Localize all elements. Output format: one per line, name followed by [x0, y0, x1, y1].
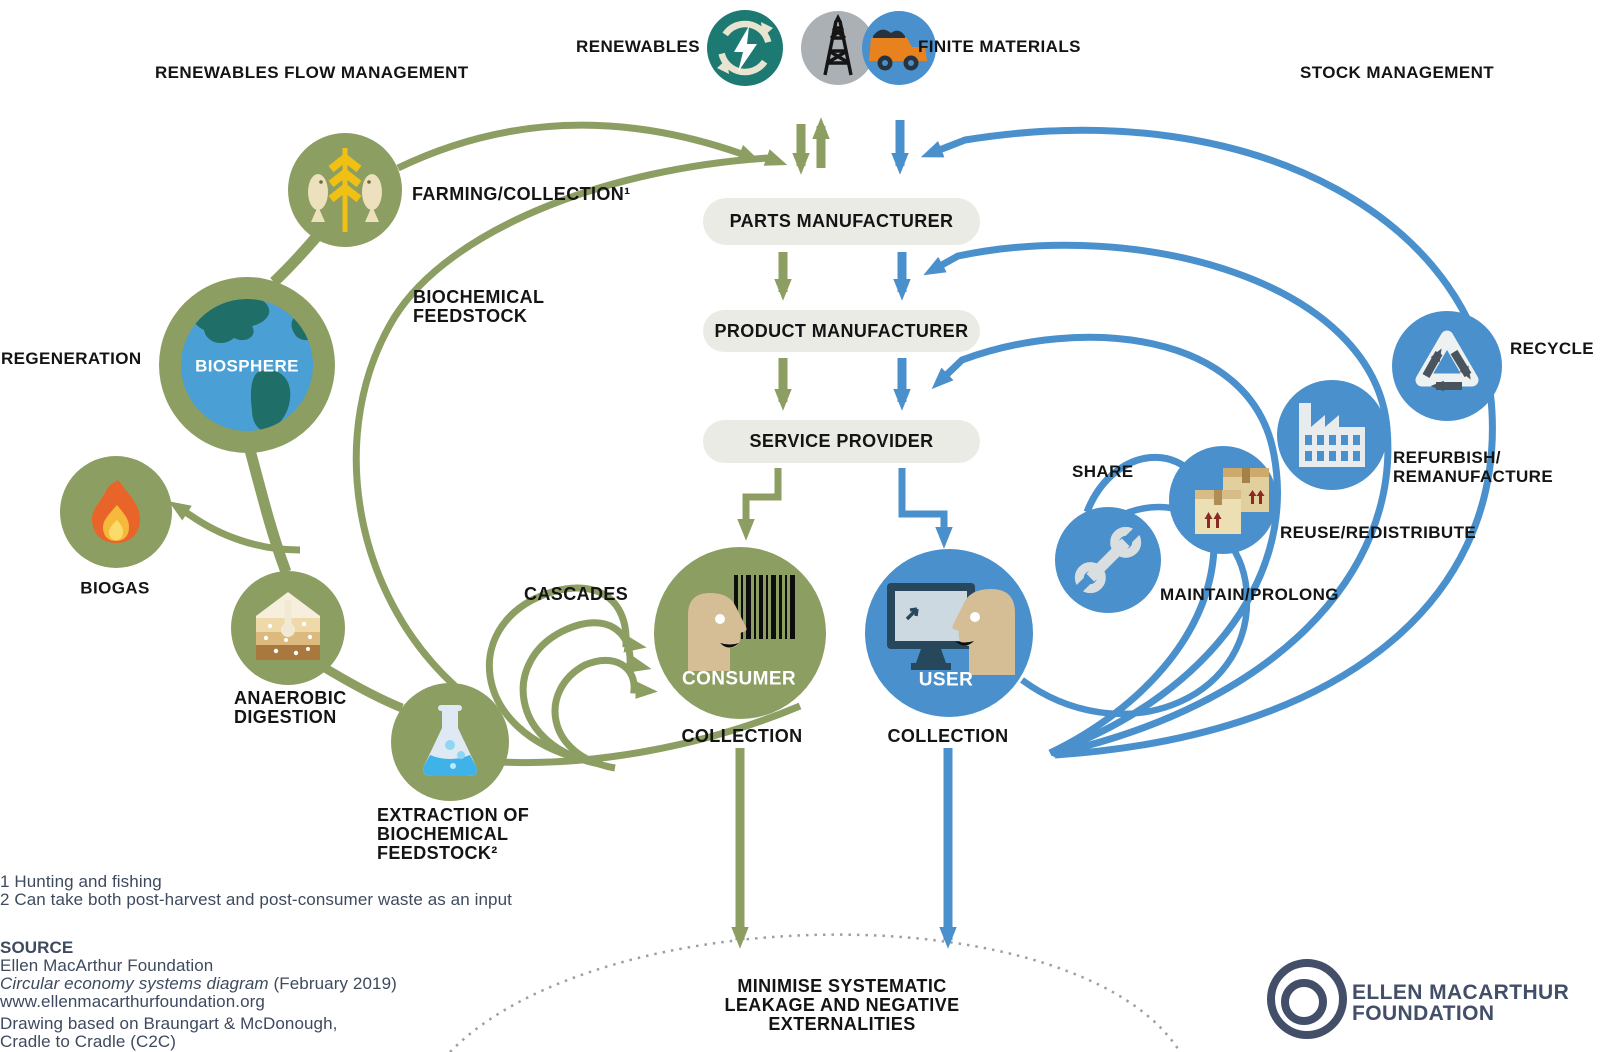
- regeneration-label: REGENERATION: [1, 349, 142, 368]
- oil-derrick-icon: [801, 11, 875, 85]
- source-url: www.ellenmacarthurfoundation.org: [0, 992, 265, 1011]
- user-icon: [865, 549, 1033, 717]
- reuse-redistribute-label: REUSE/REDISTRIBUTE: [1280, 523, 1477, 542]
- parts-manufacturer-box: PARTS MANUFACTURER: [703, 198, 980, 245]
- consumer-face: [688, 593, 747, 671]
- renewables-flow-management-label: RENEWABLES FLOW MANAGEMENT: [155, 63, 469, 82]
- finite-materials-label: FINITE MATERIALS: [918, 37, 1081, 56]
- consumer-icon: [654, 547, 826, 719]
- source-heading: SOURCE: [0, 938, 74, 957]
- logo-line-1: ELLEN MACARTHUR: [1352, 981, 1570, 1004]
- source-credit-1: Drawing based on Braungart & McDonough,: [0, 1014, 338, 1033]
- product-manufacturer-box: PRODUCT MANUFACTURER: [703, 310, 980, 352]
- farming-collection-icon: [288, 133, 402, 247]
- source-title-date: (February 2019): [268, 974, 397, 993]
- monitor-icon: [887, 583, 975, 670]
- renewables-icon: [707, 10, 783, 86]
- wheat-icon: [328, 148, 362, 232]
- footnote-2: 2 Can take both post-harvest and post-co…: [0, 890, 512, 909]
- logo-line-2: FOUNDATION: [1352, 1002, 1495, 1025]
- footnote-1: 1 Hunting and fishing: [0, 872, 162, 891]
- biogas-label: BIOGAS: [80, 578, 150, 598]
- stock-management-label: STOCK MANAGEMENT: [1300, 63, 1495, 82]
- user-face: [952, 589, 1015, 675]
- anaerobic-digestion-icon: [231, 571, 345, 685]
- share-label: SHARE: [1072, 462, 1134, 481]
- extraction-flask-icon: [391, 683, 509, 801]
- farming-collection-label: FARMING/COLLECTION¹: [412, 184, 631, 204]
- consumer-label: CONSUMER: [681, 668, 797, 690]
- cascades-label: CASCADES: [524, 584, 629, 604]
- biosphere-label: BIOSPHERE: [195, 356, 299, 376]
- fish-icon: [308, 174, 382, 222]
- refurbish-factory-icon: [1277, 380, 1387, 490]
- externalities-dotted-arc: [449, 933, 1182, 1052]
- source-org: Ellen MacArthur Foundation: [0, 956, 214, 975]
- biogas-icon: [60, 456, 172, 568]
- service-provider-box: SERVICE PROVIDER: [703, 420, 980, 463]
- source-credit-2: Cradle to Cradle (C2C): [0, 1032, 177, 1051]
- dump-truck-icon: [862, 11, 936, 85]
- recycle-icon: [1392, 311, 1502, 421]
- biosphere-icon: [159, 277, 335, 453]
- collection-consumer-label: COLLECTION: [681, 726, 803, 746]
- renewables-label: RENEWABLES: [576, 37, 700, 56]
- anaerobic-digestion-label: ANAEROBIC DIGESTION: [234, 688, 347, 727]
- source-title-italic: Circular economy systems diagram: [0, 974, 269, 993]
- maintain-wrench-icon: [1055, 507, 1161, 613]
- recycle-label: RECYCLE: [1510, 339, 1595, 358]
- user-label: USER: [918, 669, 974, 691]
- reuse-boxes-icon: [1169, 446, 1277, 554]
- refurbish-remanufacture-label: REFURBISH/ REMANUFACTURE: [1393, 448, 1554, 486]
- source-title: Circular economy systems diagram (Februa…: [0, 975, 397, 993]
- green-renewables-loops: [168, 117, 830, 949]
- extraction-label: EXTRACTION OF BIOCHEMICAL FEEDSTOCK²: [377, 805, 530, 863]
- collection-user-label: COLLECTION: [887, 726, 1009, 746]
- emf-logo-icon: [1267, 959, 1347, 1039]
- maintain-prolong-label: MAINTAIN/PROLONG: [1160, 585, 1339, 604]
- minimise-leakage-label: MINIMISE SYSTEMATIC LEAKAGE AND NEGATIVE…: [724, 976, 960, 1034]
- biochemical-feedstock-label: BIOCHEMICAL FEEDSTOCK: [413, 287, 545, 326]
